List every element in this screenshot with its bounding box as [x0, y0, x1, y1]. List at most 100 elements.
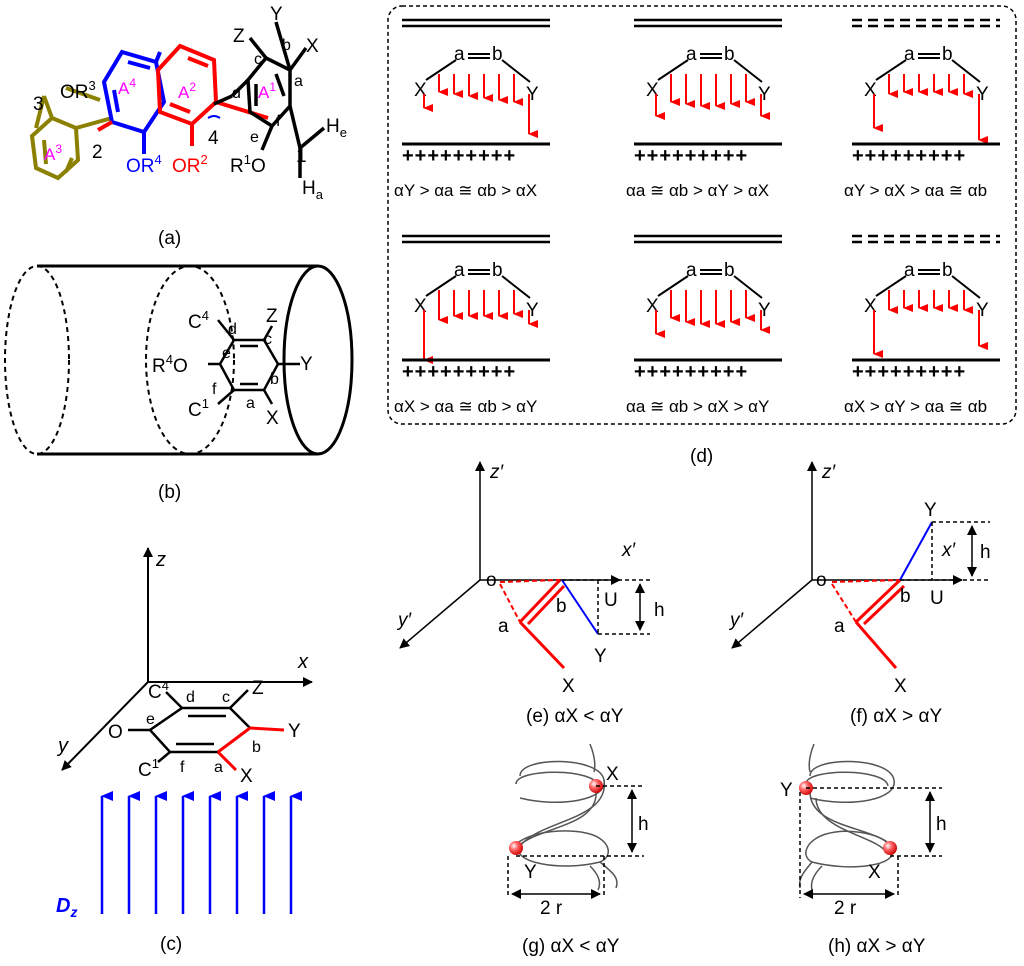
atom-b: b	[942, 44, 953, 65]
label-Z-b: Z	[266, 306, 278, 327]
panel-g: X Y h 2 r (g) αX < αY	[507, 743, 649, 957]
label-zp-e: z′	[489, 462, 505, 483]
label-e-b: e	[222, 345, 231, 362]
label-d-a: d	[232, 85, 241, 102]
label-a-a: a	[294, 73, 303, 90]
label-yp-e: y′	[396, 610, 413, 631]
label-X-h: X	[868, 862, 881, 883]
panel-f: z′ x′ y′ o a b U h Y X (f) αX > αY	[728, 461, 991, 727]
label-h-e: h	[654, 600, 665, 621]
label-U-e: U	[604, 590, 618, 611]
label-zp-f: z′	[821, 462, 837, 483]
label-y-c: y	[56, 735, 69, 757]
panel-b: C4 d Z c R4O e Y b f C1 a X (b)	[4, 264, 354, 503]
panel-a: OR3 3 A3 2 A4 OR4 A2 OR2 4	[29, 4, 347, 249]
label-a-e: a	[498, 616, 509, 637]
atom-Y: Y	[976, 300, 989, 321]
label-4: 4	[208, 128, 219, 149]
label-3: 3	[33, 94, 44, 115]
label-a-c: a	[214, 759, 223, 776]
label-or3: OR3	[60, 78, 96, 103]
atom-b: b	[942, 260, 953, 281]
label-z-c: z	[155, 549, 166, 571]
atom-b: b	[724, 44, 735, 65]
label-b-a: b	[282, 37, 291, 54]
label-xp-f: x′	[941, 540, 957, 561]
label-or4: OR4	[126, 152, 162, 177]
caption-d: (d)	[690, 446, 713, 467]
label-o-f: o	[816, 570, 827, 591]
label-ring-a3: A3	[44, 142, 62, 164]
label-f-b: f	[212, 381, 217, 398]
caption-b: (b)	[158, 482, 181, 503]
caption-c: (c)	[160, 934, 182, 955]
field-arrows	[100, 791, 302, 914]
label-2r-g: 2 r	[540, 898, 563, 919]
label-h-g: h	[638, 814, 649, 835]
label-O-c: O	[108, 722, 123, 743]
label-f-c: f	[180, 759, 185, 776]
label-X-f: X	[894, 676, 907, 697]
label-Ha: Ha	[302, 178, 324, 202]
caption-e: (e) αX < αY	[526, 706, 624, 727]
label-a-b: a	[246, 395, 255, 412]
atom-Y: Y	[526, 84, 539, 105]
bond-c-red	[216, 726, 285, 772]
atom-Y: Y	[758, 84, 771, 105]
label-c4-c: C4	[148, 678, 169, 703]
label-yp-f: y′	[728, 610, 745, 631]
label-c4-b: C4	[188, 308, 209, 333]
label-d-c: d	[186, 689, 195, 706]
label-c-c: c	[222, 689, 230, 706]
atom-a: a	[454, 260, 465, 281]
label-2: 2	[92, 142, 103, 163]
label-e-a: e	[250, 129, 259, 146]
label-r1o: R1O	[230, 152, 266, 177]
atom-b: b	[492, 260, 503, 281]
plus-charges: +++++++++	[402, 361, 516, 383]
label-h-h: h	[936, 814, 947, 835]
label-X-g: X	[606, 764, 619, 785]
label-X-c: X	[240, 766, 253, 787]
plus-charges: +++++++++	[852, 145, 966, 167]
label-d-b: d	[228, 321, 237, 338]
label-Z-a: Z	[233, 26, 245, 47]
caption-f: (f) αX > αY	[850, 706, 943, 727]
caption-h: (h) αX > αY	[828, 936, 926, 957]
ring-a4	[101, 49, 167, 154]
label-Y-f: Y	[924, 500, 937, 521]
atom-X: X	[414, 80, 427, 101]
benzene-b	[208, 319, 300, 405]
label-X-a: X	[306, 36, 319, 57]
label-xp-e: x′	[621, 540, 637, 561]
label-o-e: o	[486, 570, 497, 591]
panel-e: z′ x′ y′ o a b U h Y X (e) αX < αY	[396, 461, 665, 727]
label-b-f: b	[900, 586, 911, 607]
atom-Y: Y	[976, 84, 989, 105]
label-Y-a: Y	[270, 4, 283, 25]
atom-Y: Y	[758, 300, 771, 321]
label-Z-c: Z	[252, 678, 264, 699]
polarizability-order: αX > αa ≅ αb > αY	[394, 397, 537, 416]
label-f-a: f	[276, 113, 281, 130]
panel-h: Y X h 2 r (h) αX > αY	[780, 743, 947, 957]
label-Y-b: Y	[300, 354, 313, 375]
atom-Y: Y	[526, 300, 539, 321]
atom-a: a	[904, 44, 915, 65]
label-c1-b: C1	[188, 396, 209, 421]
label-c-a: c	[254, 51, 262, 68]
atom-a: a	[904, 260, 915, 281]
label-c1-c: C1	[138, 756, 159, 781]
atom-a: a	[686, 44, 697, 65]
atom-b: b	[724, 260, 735, 281]
atom-X: X	[646, 80, 659, 101]
label-x-c: x	[297, 651, 309, 673]
label-Y-c: Y	[288, 721, 301, 742]
